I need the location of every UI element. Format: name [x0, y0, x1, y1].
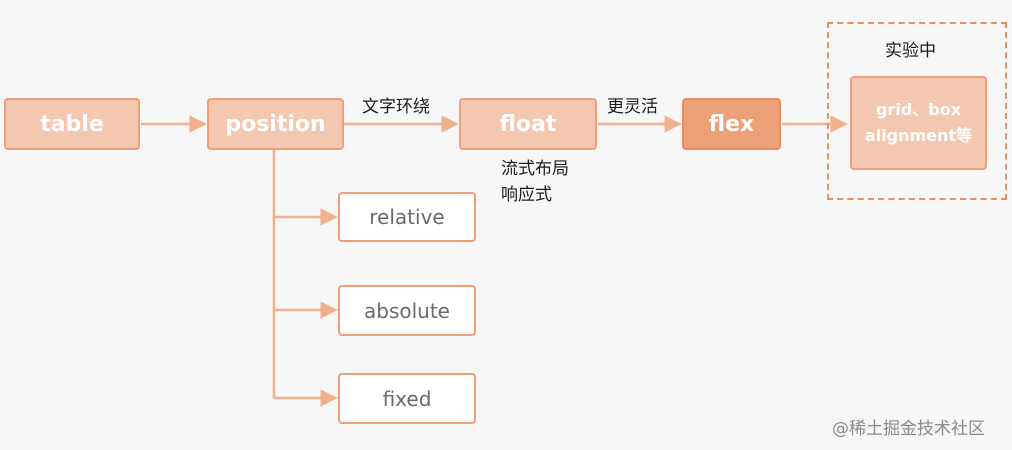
- float-note-fluid-layout: 流式布局: [501, 159, 569, 179]
- watermark: @稀土掘金技术社区: [832, 419, 985, 439]
- edge-label-text-wrap: 文字环绕: [362, 97, 430, 117]
- edge-label-more-flexible: 更灵活: [607, 97, 658, 117]
- float-note-responsive: 响应式: [501, 185, 552, 205]
- node-table: table: [4, 98, 140, 150]
- node-relative: relative: [338, 192, 476, 242]
- experimental-group-label: 实验中: [885, 41, 936, 61]
- experimental-line-1: grid、box: [875, 100, 962, 119]
- node-flex: flex: [682, 98, 781, 150]
- node-experimental: grid、box alignment等: [850, 76, 987, 170]
- experimental-group-frame: [827, 22, 1007, 200]
- node-float: float: [459, 98, 597, 150]
- node-position: position: [207, 98, 344, 150]
- node-absolute: absolute: [338, 285, 476, 336]
- node-fixed: fixed: [338, 373, 476, 424]
- experimental-line-2: alignment等: [864, 126, 973, 145]
